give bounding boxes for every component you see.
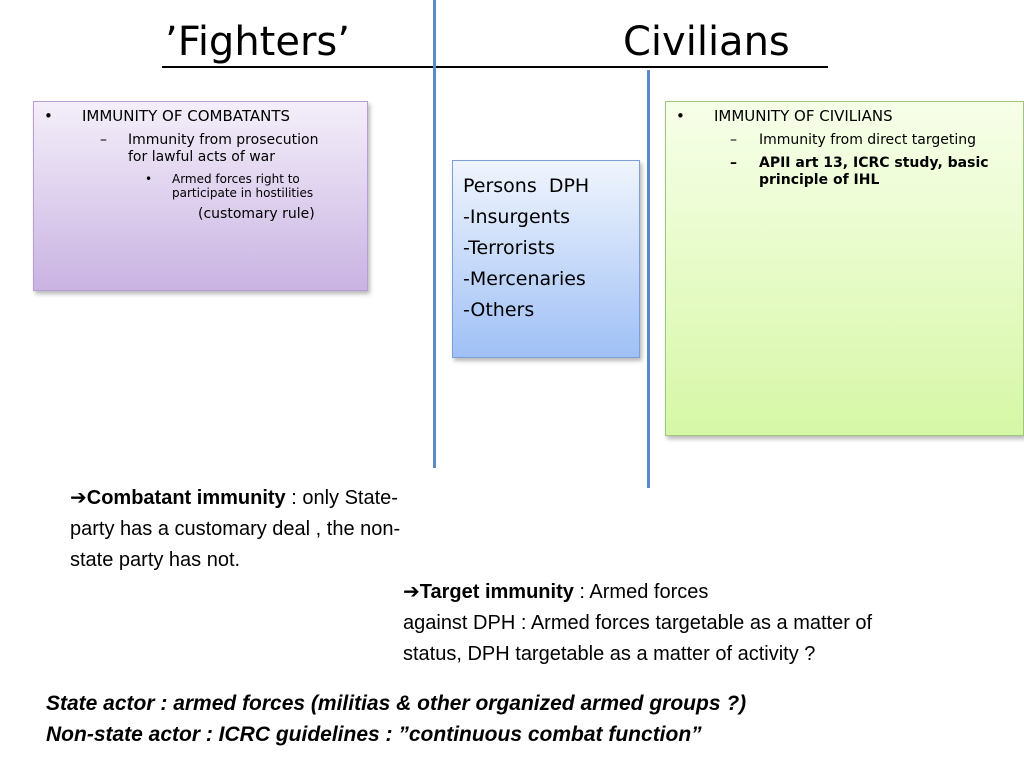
combatant-immunity-box: • IMMUNITY OF COMBATANTS – Immunity from… [33, 101, 368, 291]
civilian-immunity-box: • IMMUNITY OF CIVILIANS – Immunity from … [665, 101, 1024, 436]
target-line-2: against DPH : Armed forces targetable as… [403, 612, 873, 634]
list-item: -Terrorists [463, 237, 556, 259]
state-actor-note: State actor : armed forces (militias & o… [46, 692, 747, 715]
combatant-line-3: state party has not. [70, 549, 241, 571]
dash-icon: – [100, 132, 107, 148]
apii-line-1: APII art 13, ICRC study, basic [759, 155, 989, 171]
list-item: Persons DPH [463, 175, 590, 197]
persons-dph-box: Persons DPH -Insurgents -Terrorists -Mer… [452, 160, 640, 358]
arrow-icon: ➔ [403, 581, 420, 603]
bullet-icon: • [145, 172, 153, 186]
dash-icon: – [730, 155, 737, 171]
armed-forces-right-line-2: participate in hostilities [172, 186, 314, 200]
armed-forces-right-line-1: Armed forces right to [172, 172, 300, 186]
prosecution-line-2: for lawful acts of war [128, 149, 275, 165]
target-line-3: status, DPH targetable as a matter of ac… [403, 643, 816, 665]
bullet-icon: • [676, 107, 685, 125]
fighters-heading: ’Fighters’ [165, 19, 350, 65]
dash-icon: – [730, 132, 737, 148]
combatant-immunity-note: ➔Combatant immunity : only State- party … [70, 483, 400, 576]
customary-rule-note: (customary rule) [198, 206, 315, 222]
list-item: -Others [463, 299, 535, 321]
arrow-icon: ➔ [70, 487, 87, 509]
dph-list: Persons DPH -Insurgents -Terrorists -Mer… [463, 171, 589, 326]
target-immunity-label: Target immunity [419, 581, 574, 603]
combatant-line-1: ➔Combatant immunity : only State- [70, 487, 398, 509]
combatant-immunity-label: Combatant immunity [86, 487, 286, 509]
combatants-immunity-heading: IMMUNITY OF COMBATANTS [82, 107, 291, 125]
target-immunity-note: ➔Target immunity : Armed forces against … [403, 577, 872, 670]
divider-line-right [647, 70, 650, 488]
non-state-actor-note: Non-state actor : ICRC guidelines : ”con… [46, 723, 702, 746]
bullet-icon: • [44, 107, 53, 125]
prosecution-line-1: Immunity from prosecution [128, 132, 319, 148]
apii-line-2: principle of IHL [759, 172, 880, 188]
list-item: -Mercenaries [463, 268, 586, 290]
civilians-heading: Civilians [623, 19, 790, 65]
combatant-line-2: party has a customary deal , the non- [70, 518, 401, 540]
direct-targeting-line: Immunity from direct targeting [759, 132, 976, 148]
target-line-1: ➔Target immunity : Armed forces [403, 581, 709, 603]
list-item: -Insurgents [463, 206, 571, 228]
civilians-immunity-heading: IMMUNITY OF CIVILIANS [714, 107, 893, 125]
title-underline [162, 66, 828, 68]
divider-line-left [433, 0, 436, 468]
